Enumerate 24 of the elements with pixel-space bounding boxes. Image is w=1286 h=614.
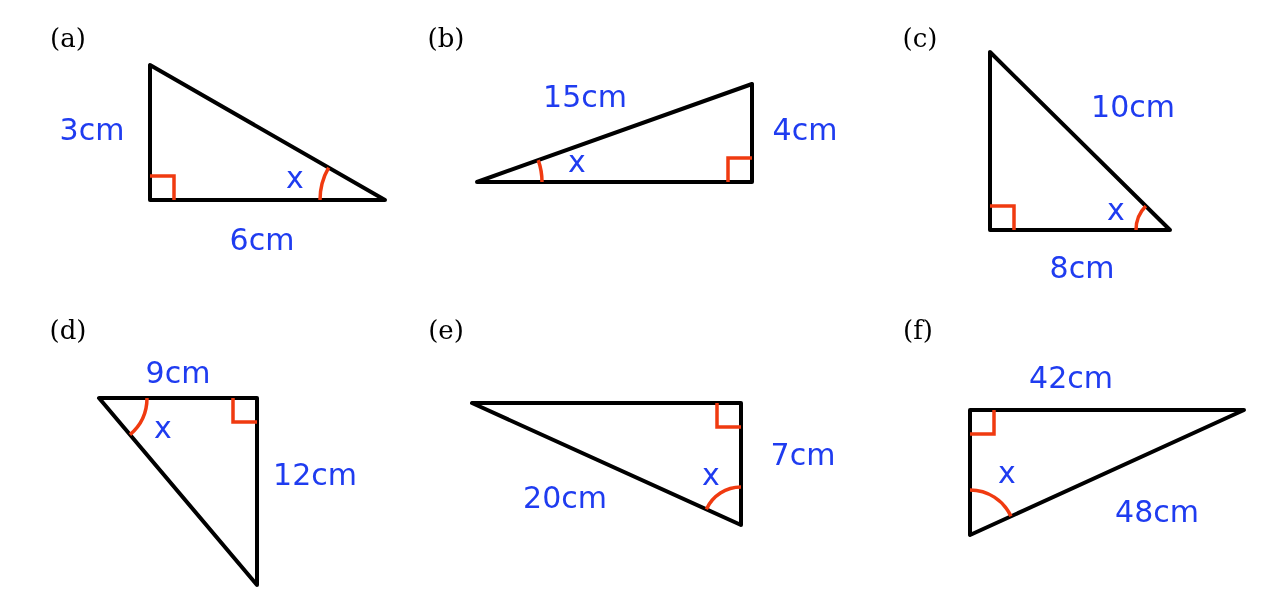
angle-label: x xyxy=(1107,195,1125,225)
angle-label: x xyxy=(154,413,172,443)
side-length-label: 15cm xyxy=(543,82,627,112)
panel-label: (b) xyxy=(427,25,465,51)
angle-label: x xyxy=(568,147,586,177)
panel-label: (f) xyxy=(903,317,933,343)
angle-label: x xyxy=(286,163,304,193)
panel-label: (a) xyxy=(50,25,86,51)
side-length-label: 7cm xyxy=(770,440,836,470)
side-length-label: 9cm xyxy=(145,358,211,388)
side-length-label: 20cm xyxy=(523,483,607,513)
angle-label: x xyxy=(998,458,1016,488)
panel-label: (c) xyxy=(902,25,938,51)
angle-label: x xyxy=(702,460,720,490)
side-length-label: 48cm xyxy=(1115,497,1199,527)
side-length-label: 6cm xyxy=(229,225,295,255)
panel-label: (e) xyxy=(428,317,464,343)
side-length-label: 10cm xyxy=(1091,92,1175,122)
side-length-label: 3cm xyxy=(59,115,125,145)
panel-label: (d) xyxy=(49,317,87,343)
side-length-label: 12cm xyxy=(273,460,357,490)
side-length-label: 4cm xyxy=(772,115,838,145)
side-length-label: 42cm xyxy=(1029,363,1113,393)
side-length-label: 8cm xyxy=(1049,253,1115,283)
